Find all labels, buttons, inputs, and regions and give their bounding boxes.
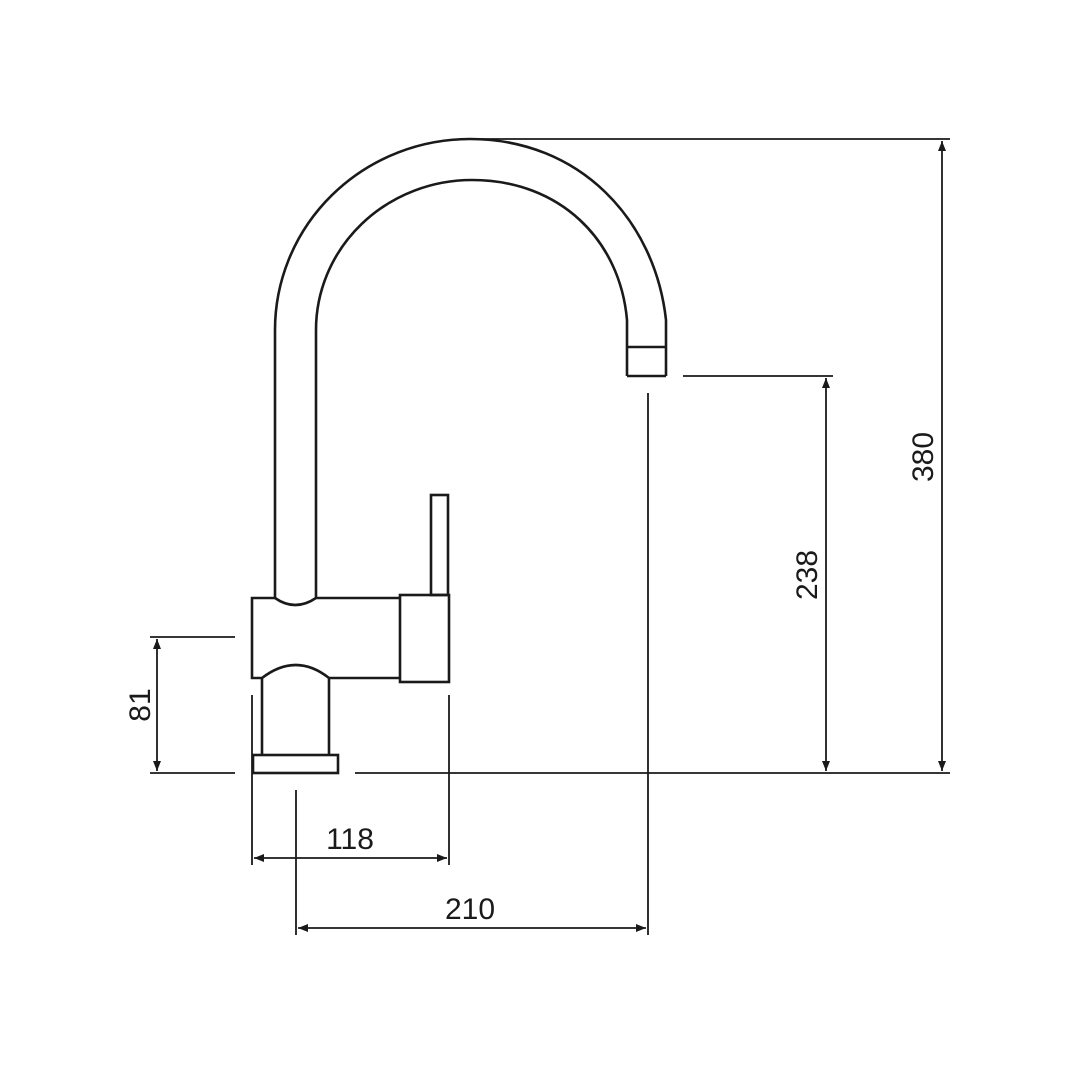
- spout-inner: [314, 178, 629, 598]
- dim-base-height: 81: [124, 688, 157, 721]
- body: [250, 596, 400, 680]
- handle-cap: [398, 593, 451, 684]
- dim-total-height: 380: [907, 432, 940, 482]
- dim-spout-clearance: 238: [791, 550, 824, 600]
- faucet-outline: [250, 137, 668, 775]
- base-plate: [251, 753, 340, 775]
- dim-spout-reach: 210: [445, 893, 495, 926]
- dim-body-width: 118: [326, 823, 374, 856]
- neck: [260, 663, 331, 755]
- spout-outer: [273, 137, 668, 598]
- dimension-lines: [150, 138, 950, 935]
- handle-lever: [429, 493, 450, 597]
